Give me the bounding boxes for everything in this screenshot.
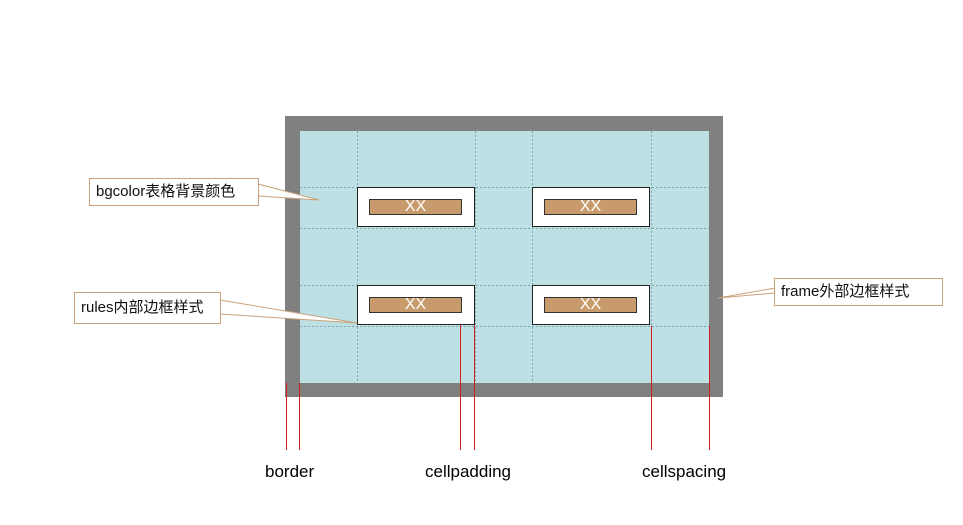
cell-content: XX (544, 297, 637, 313)
table-background (300, 131, 709, 383)
marker-lines (286, 313, 710, 450)
table-cell: XX (532, 285, 650, 325)
table-cell: XX (357, 285, 475, 325)
border-label: border (265, 462, 315, 481)
table-grid-lines (300, 131, 709, 383)
rules-pointer (219, 299, 358, 324)
cellpadding-label: cellpadding (425, 462, 512, 481)
bgcolor-callout: bgcolor表格背景颜色 (89, 178, 259, 206)
bgcolor-pointer (257, 183, 320, 201)
callout-pointers (219, 183, 776, 324)
frame-callout: frame外部边框样式 (774, 278, 943, 306)
rules-callout: rules内部边框样式 (74, 292, 221, 324)
cell-content: XX (369, 199, 462, 215)
table-cell: XX (532, 187, 650, 227)
cellspacing-label: cellspacing (642, 462, 727, 481)
cell-content: XX (369, 297, 462, 313)
table-cell: XX (357, 187, 475, 227)
cell-content: XX (544, 199, 637, 215)
frame-pointer (717, 287, 776, 299)
